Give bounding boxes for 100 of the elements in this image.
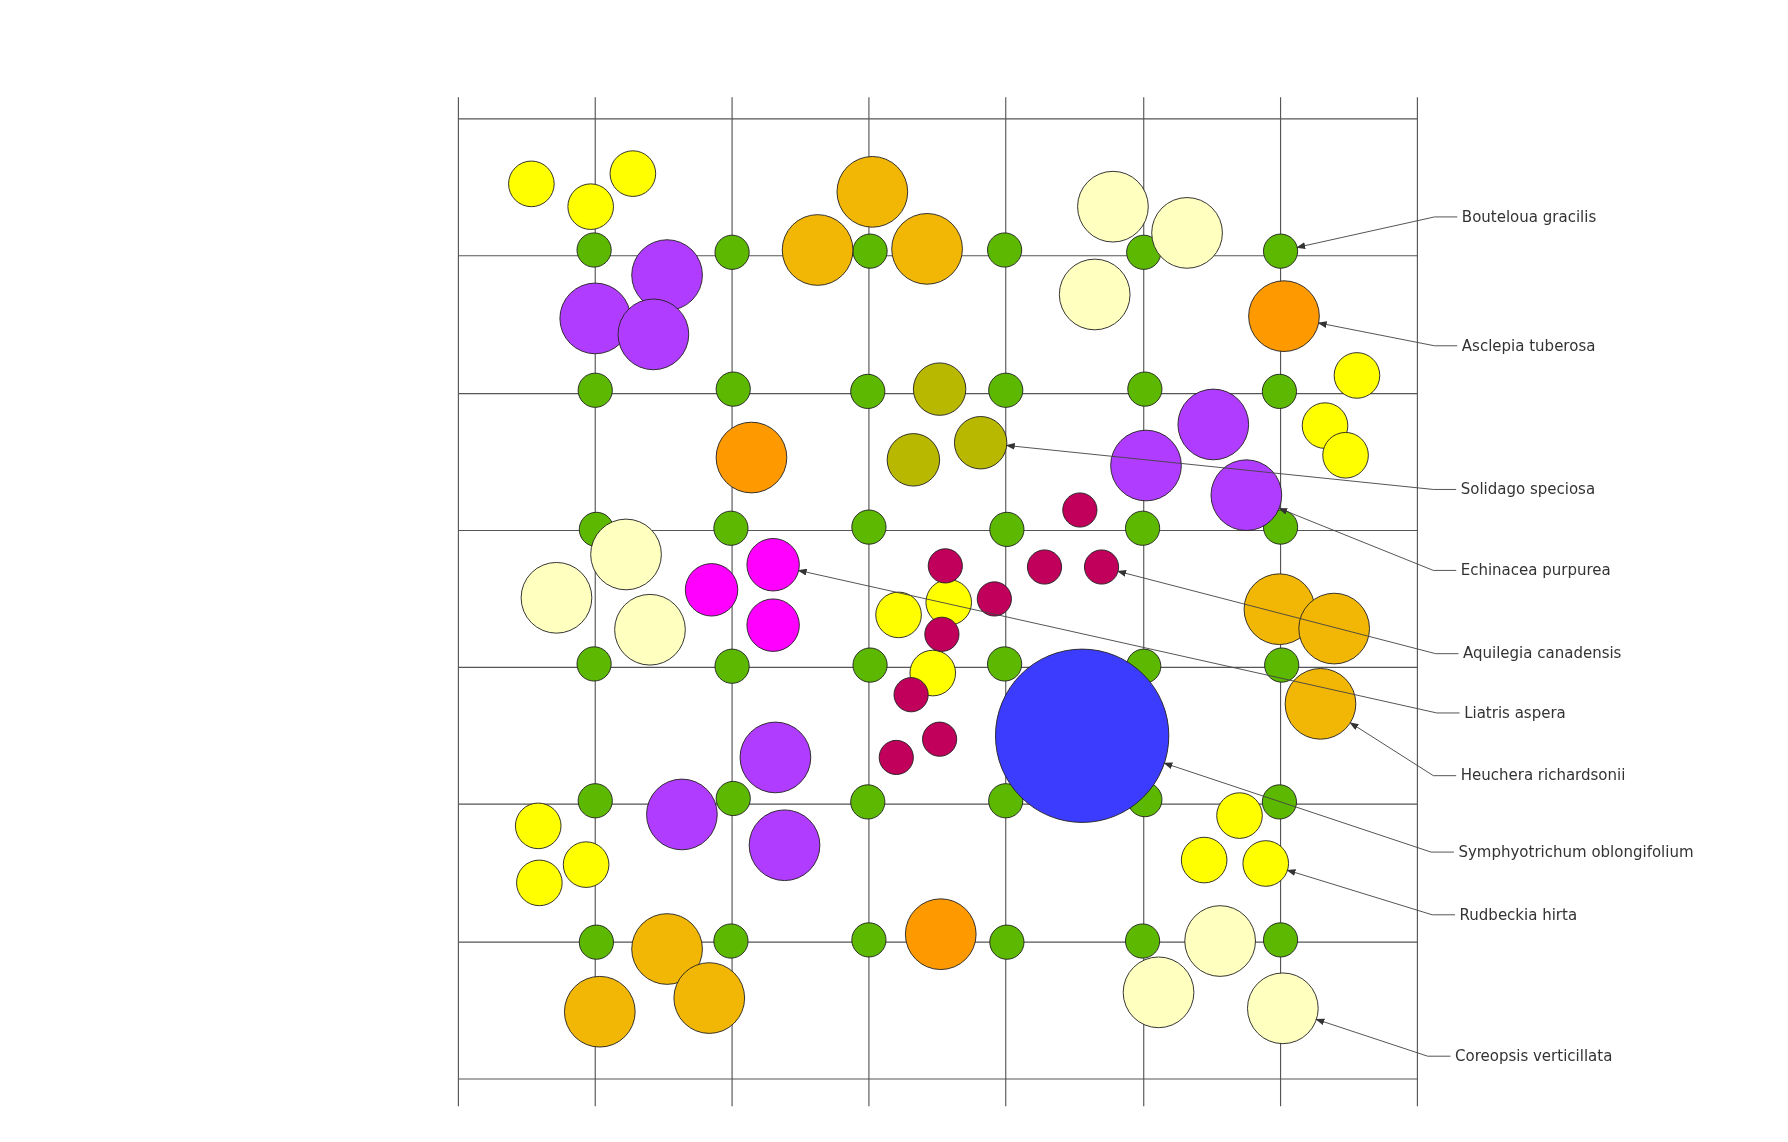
plant-label: Asclepia tuberosa <box>1461 336 1596 355</box>
plant-circle <box>576 646 612 682</box>
plant-circle <box>684 563 739 617</box>
plant-circle <box>576 232 612 268</box>
plant-circle <box>1284 668 1357 740</box>
plant-circle <box>1083 549 1120 585</box>
plant-circle <box>1077 170 1149 243</box>
plant-circle <box>614 593 686 666</box>
plant-circle <box>850 784 886 820</box>
plant-circle <box>577 372 613 408</box>
plant-circle <box>989 511 1025 547</box>
plant-circle <box>1243 573 1316 645</box>
plant-circle <box>577 783 613 819</box>
plant-circle <box>631 913 703 985</box>
plant-circle <box>1247 972 1319 1045</box>
plant-circle <box>508 160 555 208</box>
plant-circle <box>987 232 1023 268</box>
plant-circle <box>1322 432 1369 479</box>
plant-circle <box>1263 922 1299 958</box>
plant-circle <box>875 591 922 639</box>
plant-circle <box>924 616 960 652</box>
plant-circle <box>714 234 750 270</box>
plant-circle <box>746 598 800 652</box>
plant-circle <box>1242 840 1289 887</box>
plant-circle <box>748 809 821 882</box>
plant-circle <box>1261 373 1297 409</box>
plant-circle <box>1261 784 1297 820</box>
plant-circle <box>1062 492 1098 528</box>
plant-circle <box>631 239 703 311</box>
plant-circle <box>852 647 888 683</box>
plant-circle <box>715 371 751 407</box>
plant-circle <box>578 924 614 960</box>
plant-circle <box>976 581 1012 617</box>
plant-circle <box>646 778 718 851</box>
plant-circle <box>1122 956 1195 1029</box>
plant-circle <box>714 648 750 684</box>
plant-circle <box>851 509 887 545</box>
plant-label: Solidago speciosa <box>1460 480 1596 499</box>
plant-circle <box>1177 388 1250 461</box>
plant-label: Echinacea purpurea <box>1460 561 1611 580</box>
plant-circle <box>954 416 1008 470</box>
plant-circle <box>850 373 886 409</box>
plant-circle <box>1210 459 1283 531</box>
plant-circle <box>1127 371 1163 407</box>
plant-circle <box>739 721 812 794</box>
plant-circle <box>1126 234 1162 270</box>
plant-circle <box>1184 905 1256 977</box>
plant-circle <box>1058 258 1131 331</box>
plant-circle <box>893 677 929 713</box>
plant-label: Aquilegia canadensis <box>1463 644 1622 663</box>
plant-circle <box>567 183 614 230</box>
plant-circle <box>1248 280 1320 352</box>
plant-circle <box>987 646 1023 682</box>
plant-circle <box>559 282 632 355</box>
plant-circle <box>904 898 977 970</box>
plant-circle <box>1125 923 1161 959</box>
plant-circle <box>746 538 800 592</box>
plant-circle <box>1298 592 1370 665</box>
plant-circle <box>1110 429 1182 502</box>
plant-circle <box>713 510 749 546</box>
plant-circle <box>995 648 1170 823</box>
plant-circle <box>988 783 1024 819</box>
plant-circle <box>520 562 593 634</box>
plant-label: Rudbeckia hirta <box>1459 905 1578 924</box>
plant-circle <box>673 962 746 1034</box>
plant-label: Symphyotrichum oblongifolium <box>1458 842 1694 861</box>
plant-circle <box>564 975 636 1048</box>
plant-circle <box>1216 792 1263 839</box>
plant-circle <box>781 214 854 286</box>
plant-circle <box>912 362 967 416</box>
plant-circle <box>852 233 888 269</box>
plant-circle <box>989 924 1025 960</box>
plant-circle <box>1263 233 1299 269</box>
plant-circle <box>562 841 610 888</box>
plant-circle <box>516 859 563 907</box>
plant-circle <box>1264 647 1300 683</box>
plant-circle <box>1333 352 1381 399</box>
plant-circle <box>891 213 963 285</box>
plant-label: Liatris aspera <box>1464 703 1566 722</box>
plant-circle <box>514 802 562 850</box>
plant-circle <box>1125 510 1161 546</box>
plant-circle <box>922 721 958 757</box>
plant-circle <box>617 298 690 371</box>
plant-circle <box>713 923 749 959</box>
plant-label: Bouteloua gracilis <box>1461 207 1597 226</box>
plant-circle <box>715 421 788 494</box>
plant-circle <box>927 548 963 584</box>
plant-circle <box>590 518 662 591</box>
plant-label: Coreopsis verticillata <box>1455 1046 1613 1065</box>
plant-circle <box>1151 197 1223 269</box>
plant-circle <box>878 739 914 775</box>
plant-circle <box>886 433 941 487</box>
plant-circle <box>1180 836 1228 884</box>
plant-circle <box>851 922 887 958</box>
plant-circle <box>836 156 909 228</box>
plant-label: Heuchera richardsonii <box>1460 766 1626 785</box>
plant-circle <box>609 150 657 197</box>
plant-circle <box>1026 549 1063 585</box>
plant-circle <box>988 372 1024 408</box>
plant-circle <box>715 780 751 817</box>
